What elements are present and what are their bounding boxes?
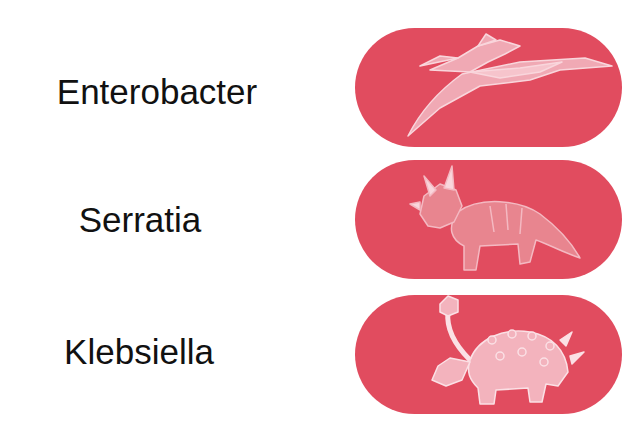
pill-shape xyxy=(355,160,622,279)
triceratops-figure xyxy=(410,166,580,270)
pill-shape xyxy=(355,28,622,147)
group-label: Klebsiella xyxy=(64,332,214,372)
pterodactyl-figure xyxy=(408,34,612,136)
group-label: Serratia xyxy=(79,200,202,240)
group-label: Enterobacter xyxy=(57,72,257,112)
ankylosaurus-figure xyxy=(432,296,584,404)
pill-shape xyxy=(355,295,622,414)
